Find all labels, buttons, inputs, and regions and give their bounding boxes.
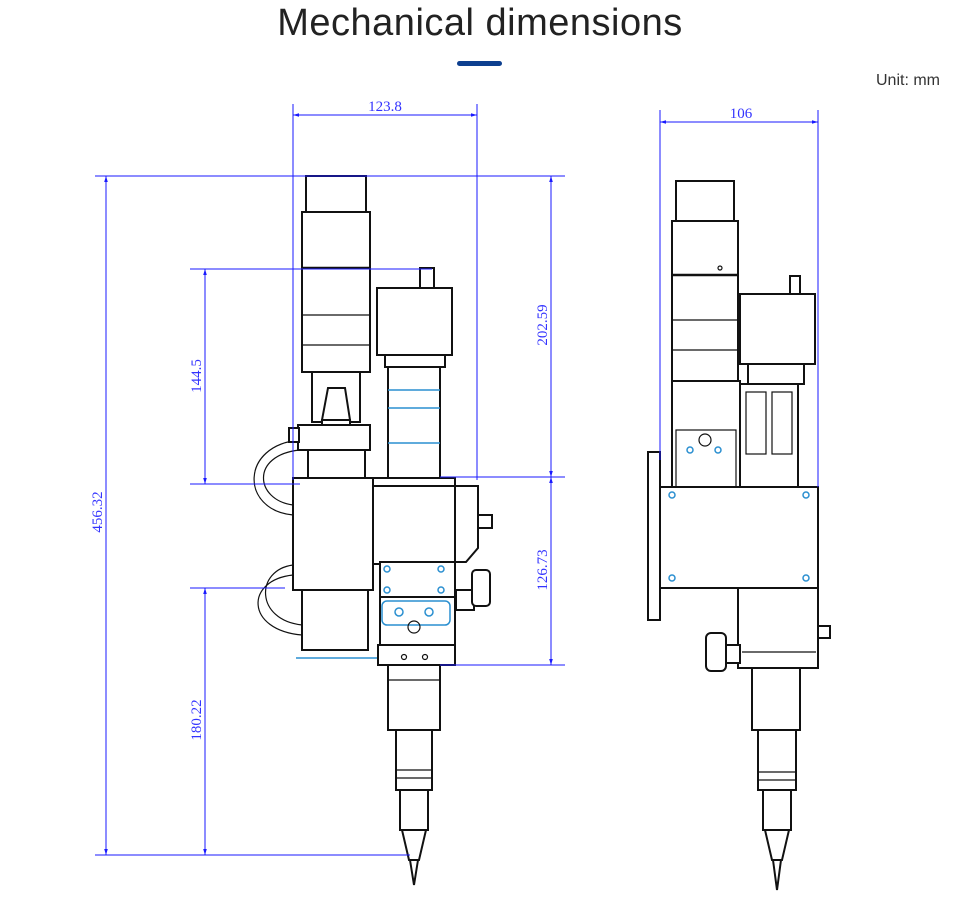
dim-right-lower-height: 126.73 [535, 549, 551, 590]
dim-lower-height: 180.22 [189, 699, 205, 740]
title-underline [457, 61, 502, 66]
dim-right-upper-height: 202.59 [535, 304, 551, 345]
dim-width-side: 106 [730, 106, 753, 122]
unit-label: Unit: mm [876, 72, 940, 89]
side-view [647, 180, 831, 891]
front-view [253, 175, 493, 886]
dim-width-front: 123.8 [368, 99, 402, 115]
front-view-dimensions: 123.8 456.32 144.5 180.22 202.59 126.73 [90, 99, 565, 856]
page-title: Mechanical dimensions [277, 2, 683, 44]
side-view-dimensions: 106 [659, 106, 819, 487]
dim-upper-height: 144.5 [189, 359, 205, 393]
dim-total-height: 456.32 [90, 491, 106, 532]
